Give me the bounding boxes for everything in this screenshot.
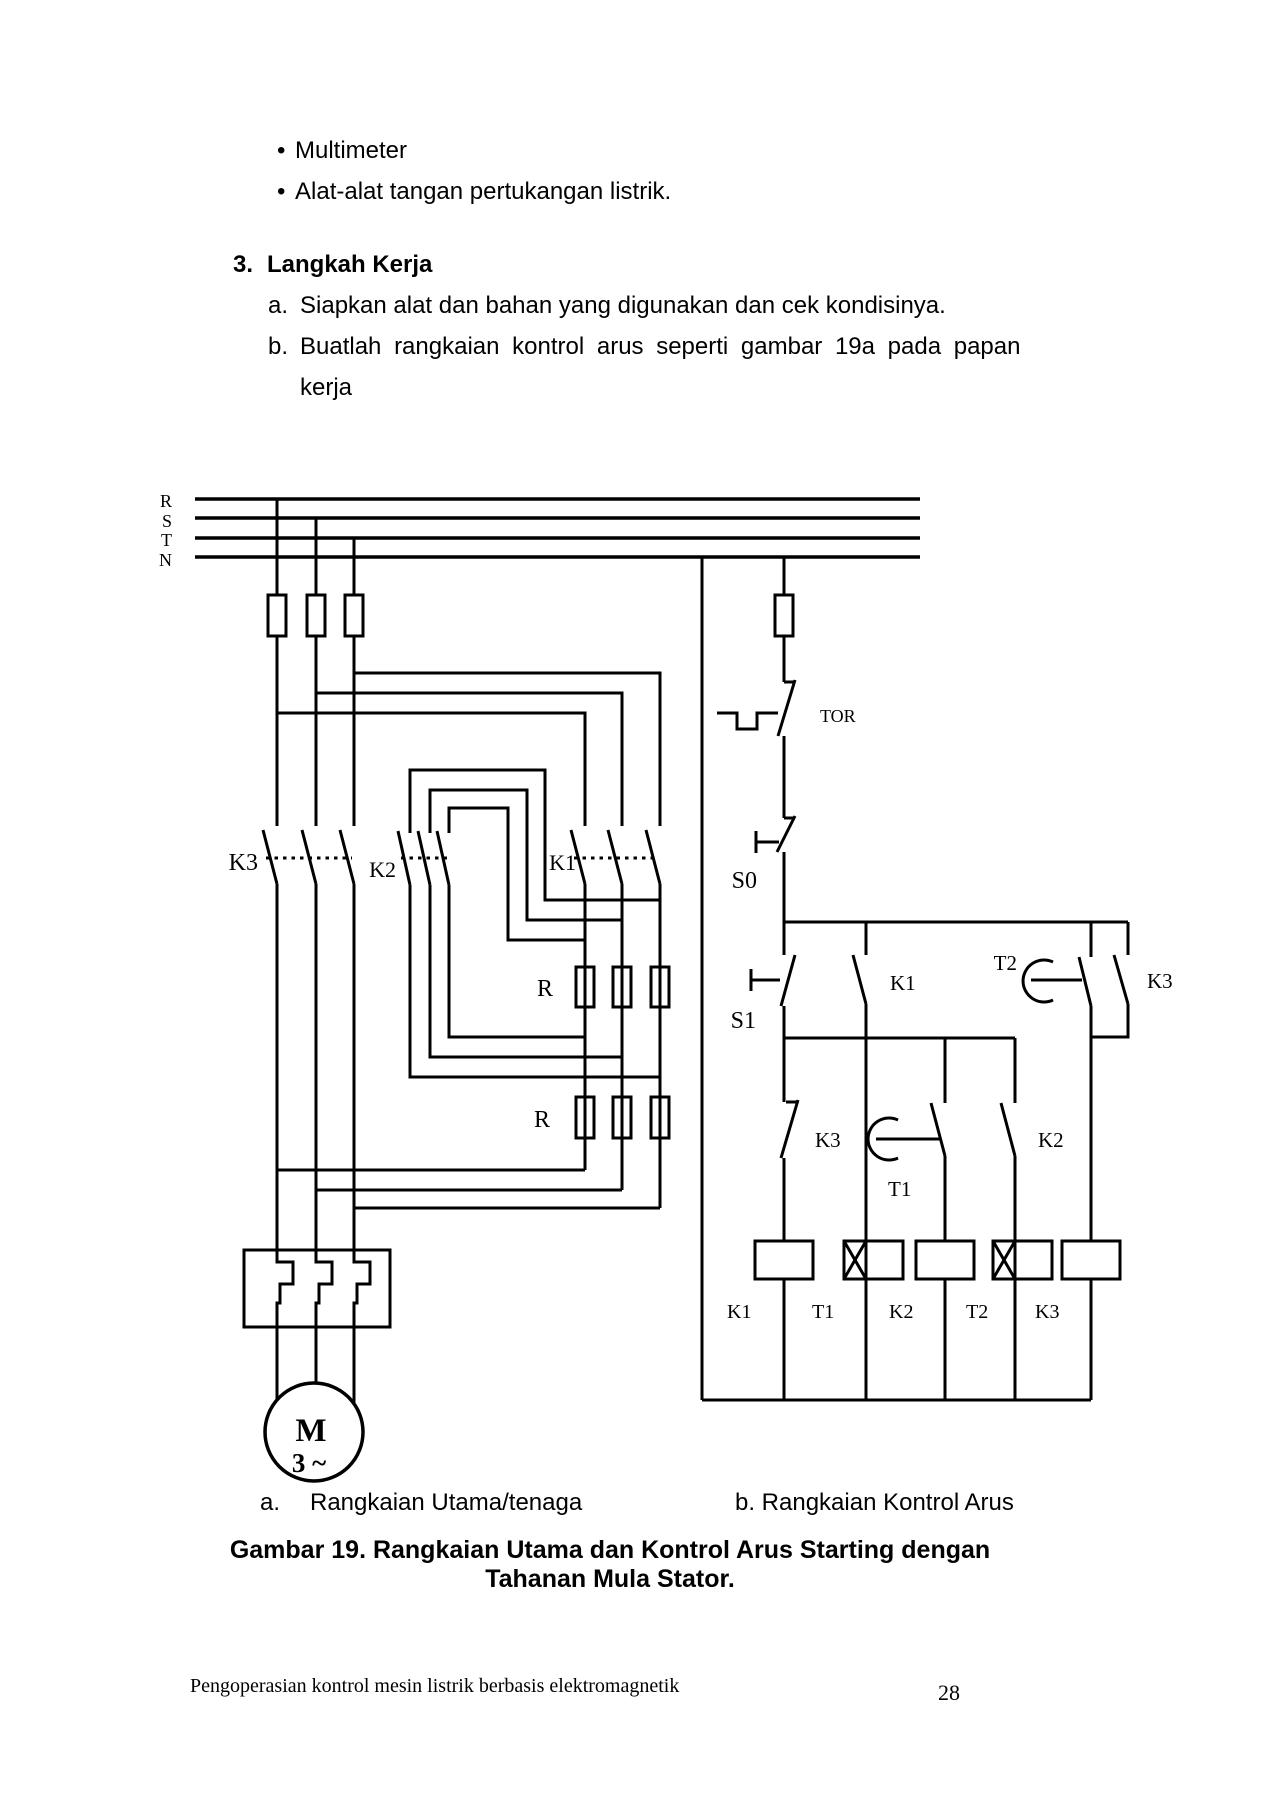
bus-label-t: T (161, 530, 172, 550)
figure-caption: Gambar 19. Rangkaian Utama dan Kontrol A… (180, 1536, 1040, 1594)
bus-label-r: R (160, 491, 172, 511)
caption-a-text: Rangkaian Utama/tenaga (310, 1489, 583, 1516)
coil-label-t1: T1 (812, 1301, 834, 1323)
t1-contact-label: T1 (888, 1177, 911, 1201)
coil-label-k2: K2 (889, 1301, 913, 1323)
t1-coil (864, 1239, 905, 1281)
k2-main-label: K2 (369, 857, 396, 882)
resistor-upper-label: R (537, 976, 553, 1002)
k3-holding-contact: K3 (1089, 922, 1173, 1241)
k2-coil (914, 1239, 976, 1281)
power-bus-lines (195, 497, 920, 559)
tor-label: TOR (820, 706, 856, 726)
motor-letter: M (295, 1413, 326, 1449)
timer-arc-icon (1021, 958, 1054, 1004)
s1-start-button: S1 (731, 922, 797, 1038)
k1-aux-label: K1 (890, 971, 916, 995)
resistor-bank-lower: R (534, 1095, 671, 1140)
bullet-item-2: Alat-alat tangan pertukangan listrik. (295, 178, 672, 205)
figure-caption-line1: Gambar 19. Rangkaian Utama dan Kontrol A… (229, 1536, 991, 1564)
s0-label: S0 (732, 868, 757, 894)
fuse-symbol (305, 593, 327, 638)
k3-main-contacts: K3 (229, 829, 356, 885)
bus-label-n: N (159, 550, 172, 570)
motor-phase-label: 3 ~ (292, 1448, 326, 1478)
t2-coil (1013, 1239, 1054, 1281)
motor-symbol: M 3 ~ (263, 1327, 365, 1483)
fuse-symbol (773, 593, 795, 638)
k2-main-contacts: K2 (369, 768, 660, 1079)
s0-stop-button: S0 (732, 815, 797, 922)
coil-row: K1 T1 K2 T2 K3 (727, 1239, 1122, 1400)
overload-heater-symbol (314, 1250, 334, 1327)
bullet-item-1: Multimeter (295, 137, 408, 164)
t2-contact-label: T2 (994, 951, 1017, 975)
k1-holding-contact: K1 (851, 922, 916, 1241)
overload-relay-block (242, 1248, 392, 1329)
step-b-text: Buatlah rangkaian kontrol arus seperti g… (300, 333, 1021, 360)
t1-timed-contact: T1 (866, 1038, 947, 1241)
k3-interlock-contact: K3 (779, 1038, 841, 1241)
bus-labels: R S T N (159, 491, 172, 570)
k3-interlock-label: K3 (815, 1128, 841, 1152)
bullet-icon: • (277, 178, 286, 205)
s1-label: S1 (731, 1008, 756, 1034)
caption-b-text: b. Rangkaian Kontrol Arus (735, 1489, 1014, 1516)
page-number: 28 (938, 1680, 960, 1705)
step-a-number: a. (268, 292, 289, 319)
k1-main-label: K1 (549, 850, 576, 875)
control-supply-column (773, 557, 795, 682)
section-heading: Langkah Kerja (267, 251, 433, 278)
bus-label-s: S (162, 511, 172, 531)
tor-nc-contact: TOR (717, 679, 856, 818)
feeder-wires-to-k1 (277, 671, 662, 826)
bullet-icon: • (277, 137, 286, 164)
footer-text: Pengoperasian kontrol mesin listrik berb… (190, 1675, 680, 1697)
step-a-text: Siapkan alat dan bahan yang digunakan da… (300, 292, 946, 319)
k3-hold-label: K3 (1147, 969, 1173, 993)
main-circuit-phase-wires (266, 499, 365, 1250)
overload-heater-symbol (275, 1250, 295, 1327)
coil-label-k3: K3 (1035, 1301, 1059, 1323)
fuse-symbol (266, 593, 288, 638)
coil-label-t2: T2 (966, 1301, 988, 1323)
step-b-number: b. (268, 333, 289, 360)
k1-coil (753, 1239, 815, 1281)
resistor-lower-label: R (534, 1107, 550, 1133)
k1-main-contacts: K1 (549, 829, 662, 1208)
k2-aux-contact: K2 (999, 1038, 1064, 1241)
resistor-return-wires (277, 1168, 660, 1210)
caption-a-number: a. (260, 1489, 281, 1516)
section-number: 3. (233, 251, 254, 278)
k3-main-label: K3 (229, 850, 258, 876)
figure-caption-line2: Tahanan Mula Stator. (485, 1565, 735, 1593)
overload-trip-symbol (717, 711, 778, 731)
resistor-bank-upper: R (537, 965, 671, 1009)
t2-timed-contact: T2 (994, 922, 1093, 1037)
coil-label-k1: K1 (727, 1301, 751, 1323)
timer-arc-icon (866, 1116, 899, 1162)
k2-aux-label: K2 (1038, 1128, 1064, 1152)
fuse-symbol (343, 593, 365, 638)
overload-heater-symbol (352, 1250, 372, 1327)
k3-coil (1060, 1239, 1122, 1281)
step-b-continuation: kerja (300, 374, 353, 401)
